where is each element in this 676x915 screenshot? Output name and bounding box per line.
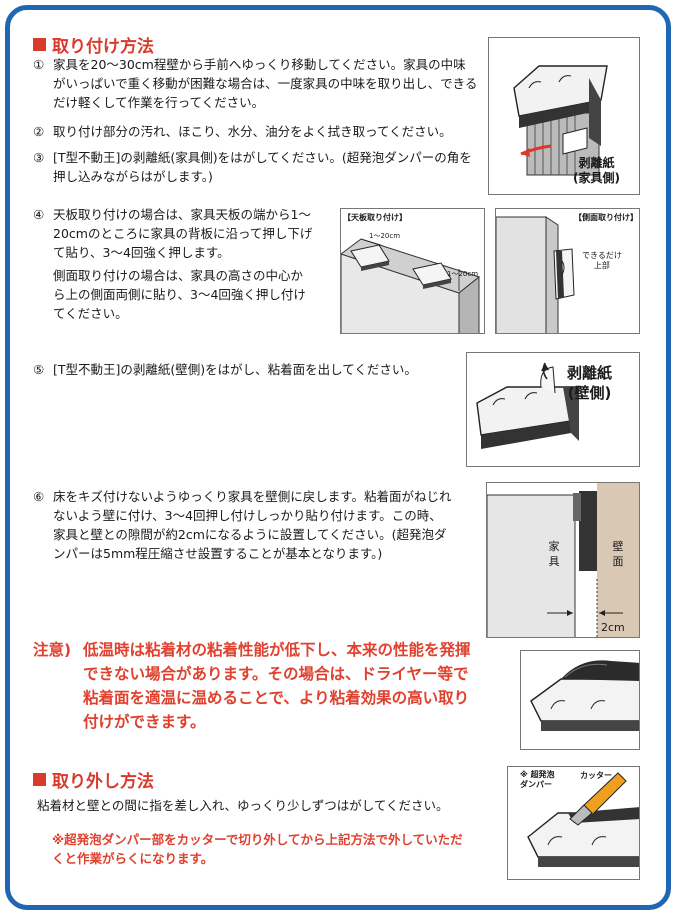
damper-line2: ダンパー xyxy=(520,780,552,789)
side-mount-title: 【側面取り付け】 xyxy=(574,213,638,222)
step-6-text: 床をキズ付けないようゆっくり家具を壁側に戻します。粘着面がねじれないよう壁に付け… xyxy=(53,489,452,561)
install-title: 取り付け方法 xyxy=(52,37,154,57)
side-note-line1: できるだけ xyxy=(582,251,622,260)
peel-label-line1: 剥離紙 xyxy=(578,156,615,170)
peel-label-furniture: 剥離紙 (家具側) xyxy=(573,156,620,186)
wall-peel-illustration xyxy=(476,362,580,449)
caution-text: 低温時は粘着材の粘着性能が低下し、本来の性能を発揮できない場合があります。その場… xyxy=(83,641,471,731)
figure-peel-furniture-side: 剥離紙 (家具側) xyxy=(488,37,640,195)
cutter-label: カッター xyxy=(580,771,612,780)
step-1-text: 家具を20〜30cm程壁から手前へゆっくり移動してください。家具の中味がいっぱい… xyxy=(53,57,478,110)
side-note-line2: 上部 xyxy=(593,261,610,270)
warming-illustration xyxy=(530,660,639,731)
install-heading: 取り付け方法 xyxy=(33,32,154,57)
step-6-number: ⑥ xyxy=(33,489,45,504)
top-mount-illustration xyxy=(341,238,481,333)
step-3-number: ③ xyxy=(33,150,45,165)
heading-square-icon xyxy=(33,773,46,786)
side-mount-illustration xyxy=(496,209,639,333)
step-4-text-side: 側面取り付けの場合は、家具の高さの中心から上の側面両側に貼り、3〜4回強く押し付… xyxy=(53,268,306,321)
side-mount-note: できるだけ 上部 xyxy=(582,251,622,271)
removal-note: ※超発泡ダンパー部をカッターで切り外してから上記方法で外していただくと作業がらく… xyxy=(52,832,463,866)
damper-line1: ※ 超発泡 xyxy=(520,770,555,779)
peel-label-line2: (家具側) xyxy=(573,171,620,185)
peel-label-wall: 剥離紙 (壁側) xyxy=(567,363,612,403)
cutter-illustration xyxy=(527,772,639,867)
figure-peel-wall-side: 剥離紙 (壁側) xyxy=(466,352,640,467)
step-5-text: [T型不動王]の剥離紙(壁側)をはがし、粘着面を出してください。 xyxy=(53,362,417,377)
figure-warming xyxy=(520,650,640,750)
wall-label: 壁面 xyxy=(612,540,624,568)
gap-label: 2cm xyxy=(601,621,625,634)
step-2-text: 取り付け部分の汚れ、ほこり、水分、油分をよく拭き取ってください。 xyxy=(53,124,452,139)
step-5-number: ⑤ xyxy=(33,362,45,377)
bracket-illustration xyxy=(513,65,608,176)
step-5: ⑤ [T型不動王]の剥離紙(壁側)をはがし、粘着面を出してください。 xyxy=(33,360,453,379)
figure-removal-cutter: ※ 超発泡 ダンパー カッター xyxy=(507,766,640,880)
figure-top-mount: 【天板取り付け】 1〜20cm 1〜20cm xyxy=(340,208,485,334)
step-2: ② 取り付け部分の汚れ、ほこり、水分、油分をよく拭き取ってください。 xyxy=(33,122,478,141)
removal-text: 粘着材と壁との間に指を差し入れ、ゆっくり少しずつはがしてください。 xyxy=(37,798,449,813)
heading-square-icon xyxy=(33,38,46,51)
wall-gap-illustration xyxy=(487,483,639,637)
step-3-text: [T型不動王]の剥離紙(家具側)をはがしてください。(超発泡ダンパーの角を押し込… xyxy=(53,150,472,184)
figure-side-mount: 【側面取り付け】 できるだけ 上部 xyxy=(495,208,640,334)
step-4-body: 天板取り付けの場合は、家具天板の端から1〜20cmのところに家具の背板に沿って押… xyxy=(53,205,313,323)
peel-wall-line1: 剥離紙 xyxy=(567,364,613,382)
furniture-label: 家具 xyxy=(548,540,560,568)
step-6: ⑥ 床をキズ付けないようゆっくり家具を壁側に戻します。粘着面がねじれないよう壁に… xyxy=(33,487,453,563)
figure-wall-gap: 家具 壁面 2cm xyxy=(486,482,640,638)
step-1: ① 家具を20〜30cm程壁から手前へゆっくり移動してください。家具の中味がいっ… xyxy=(33,55,478,112)
step-2-number: ② xyxy=(33,124,45,139)
top-mount-title: 【天板取り付け】 xyxy=(343,213,407,222)
top-mount-dim1: 1〜20cm xyxy=(369,232,401,240)
top-mount-dim2: 1〜20cm xyxy=(447,270,479,278)
step-3: ③ [T型不動王]の剥離紙(家具側)をはがしてください。(超発泡ダンパーの角を押… xyxy=(33,148,478,186)
removal-title: 取り外し方法 xyxy=(52,772,154,792)
caution-prefix: 注意) xyxy=(33,641,72,659)
step-4-text-top: 天板取り付けの場合は、家具天板の端から1〜20cmのところに家具の背板に沿って押… xyxy=(53,207,313,260)
step-1-number: ① xyxy=(33,57,45,72)
peel-wall-line2: (壁側) xyxy=(567,384,612,402)
removal-heading: 取り外し方法 xyxy=(33,767,154,792)
step-4: ④ 天板取り付けの場合は、家具天板の端から1〜20cmのところに家具の背板に沿っ… xyxy=(33,205,313,323)
step-4-number: ④ xyxy=(33,207,45,222)
caution-note: 注意) 低温時は粘着材の粘着性能が低下し、本来の性能を発揮できない場合があります… xyxy=(33,638,483,734)
damper-label: ※ 超発泡 ダンパー xyxy=(520,770,555,790)
